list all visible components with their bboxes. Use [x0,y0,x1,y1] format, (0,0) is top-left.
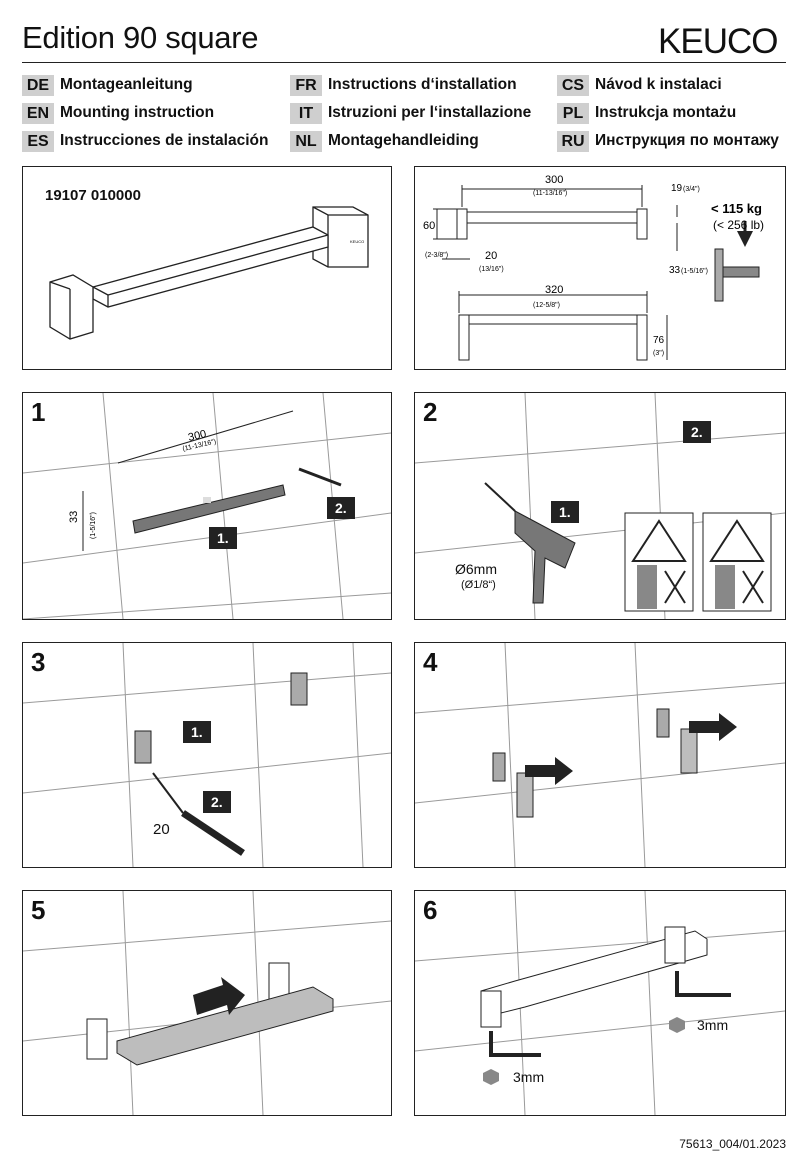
step-4-number: 4 [423,647,438,677]
brand-logo: KEUCO [658,22,778,61]
drill-size-in: (Ø1/8“) [461,579,496,591]
dim-projection-in: (3") [653,350,664,357]
step-1-dim-main: 300 [187,428,208,444]
dim-height-in: (2-3/8") [425,252,448,259]
dimensions-panel: 300 (11-13/16") 60 (2-3/8") 20 (13/16") … [414,166,786,370]
step-6-illustration [415,891,785,1115]
step-6-panel: 6 3mm 3mm [414,890,786,1116]
step-2-badge-2: 2. [683,421,711,443]
warning-water-icon [624,512,694,612]
step-3-illustration [23,643,391,867]
document-title: Edition 90 square [22,20,259,55]
dim-width-top: 300 [545,174,563,186]
dim-offset-in: (13/16") [479,266,504,273]
step-1-dim-side-in: (1-5/16") [90,512,97,539]
torx-size: 20 [153,821,170,838]
step-4-illustration [415,643,785,867]
dim-center-in: (1-5/16") [681,268,708,275]
product-logo-mark: KEUCO [350,239,364,244]
step-3-badge-1: 1. [183,721,211,743]
step-5-number: 5 [31,895,46,925]
step-1-badge-2: 2. [327,497,355,519]
step-5-illustration [23,891,391,1115]
step-4-panel: 4 [414,642,786,868]
step-1-number: 1 [31,397,46,427]
hex-key-size-1: 3mm [513,1069,545,1085]
step-2-panel: 2 Ø6mm (Ø1/8“) 1. 2. [414,392,786,620]
step-1-panel: 300 (11-13/16") 33 (1-5/16") 1 1. 2. [22,392,392,620]
dim-width-bottom: 320 [545,284,563,296]
step-1-badge-1: 1. [209,527,237,549]
dim-offset: 20 [485,250,497,262]
dim-depth-top-in: (3/4") [683,186,700,193]
dim-height: 60 [423,220,435,232]
warning-electric-icon [702,512,772,612]
step-1-illustration: 300 (11-13/16") 33 (1-5/16") [23,393,391,619]
load-limit: < 115 kg [711,201,762,216]
dim-width-top-in: (11-13/16") [533,190,567,197]
dim-center: 33 [669,265,681,276]
dim-width-bottom-in: (12-5/8") [533,302,560,309]
step-5-panel: 5 [22,890,392,1116]
step-2-badge-1: 1. [551,501,579,523]
dimension-drawing: 300 (11-13/16") 60 (2-3/8") 20 (13/16") … [423,174,764,361]
step-3-panel: 3 20 1. 2. [22,642,392,868]
step-2-number: 2 [423,397,438,427]
drill-size: Ø6mm [455,561,497,577]
dim-depth-top: 19 [671,183,683,194]
towel-bar-illustration: KEUCO [49,206,369,340]
header-divider [22,62,786,63]
step-6-number: 6 [423,895,438,925]
step-2-illustration [415,393,785,619]
article-number: 19107 010000 [45,187,141,204]
load-limit-lb: (< 256 lb) [713,218,764,232]
step-1-dim-side: 33 [68,511,80,523]
document-code: 75613_004/01.2023 [679,1137,786,1151]
dim-projection: 76 [653,335,665,346]
hex-key-size-2: 3mm [697,1017,729,1033]
step-3-number: 3 [31,647,46,677]
step-3-badge-2: 2. [203,791,231,813]
product-panel: 19107 010000 KEUCO [22,166,392,370]
